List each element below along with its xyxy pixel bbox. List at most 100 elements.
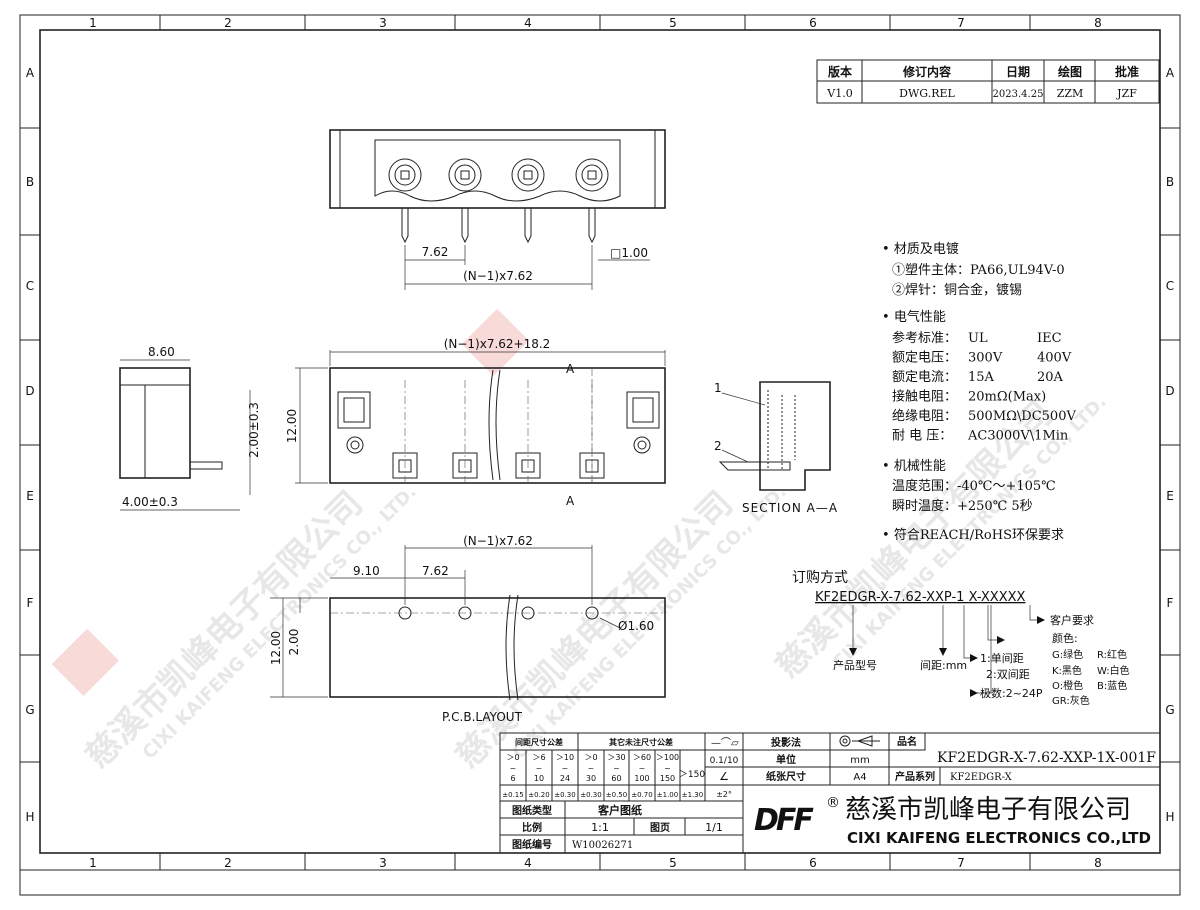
rev-header-version: 版本 <box>828 64 852 79</box>
elec-label: 接触电阻： <box>892 389 957 405</box>
zone-row: C <box>1166 279 1174 293</box>
range-from: ＞0 <box>506 753 519 762</box>
elec-label: 额定电流： <box>892 370 957 385</box>
svg-text:~: ~ <box>613 764 620 773</box>
ordering-title: 订购方式 <box>792 570 848 586</box>
rev-header-date: 日期 <box>1006 64 1030 79</box>
zone-row: G <box>25 703 34 717</box>
rev-header-approved: 批准 <box>1115 64 1139 79</box>
zone-col: 6 <box>809 16 817 30</box>
range-to: 6 <box>510 774 515 783</box>
side-pin-length-dim: 4.00±0.3 <box>122 495 178 509</box>
range-to: 24 <box>560 774 570 783</box>
zone-row: B <box>1166 175 1174 189</box>
zone-row: G <box>1165 703 1174 717</box>
svg-text:慈溪市凯峰电子有限公司: 慈溪市凯峰电子有限公司 <box>448 484 741 777</box>
company-name-cn: 慈溪市凯峰电子有限公司 <box>845 795 1131 825</box>
zone-col: 3 <box>379 16 387 30</box>
rev-header-content: 修订内容 <box>902 64 951 79</box>
pcb-layout: (N−1)x7.62 9.10 7.62 Ø1.60 12.00 2.00 P.… <box>269 534 666 724</box>
elec-ul: 15A <box>968 370 995 385</box>
zone-col: 2 <box>224 16 232 30</box>
screw-head <box>581 164 603 186</box>
unit-label: 单位 <box>776 753 796 766</box>
color-blue: B:蓝色 <box>1097 679 1127 692</box>
zone-row: F <box>1167 596 1174 610</box>
tolerance-value: ±0.30 <box>554 791 575 799</box>
tolerance-value: ±0.50 <box>606 791 627 799</box>
pin <box>524 208 532 244</box>
range-to: 60 <box>611 774 621 783</box>
color-green: G:绿色 <box>1052 648 1083 661</box>
drawing-type-label: 图纸类型 <box>512 804 552 817</box>
zone-col: 4 <box>524 856 532 870</box>
series-label: 产品系列 <box>895 770 935 783</box>
material-title: • 材质及电镀 <box>882 241 959 257</box>
pcb-offset-dim: 2.00 <box>287 629 301 656</box>
svg-text:~: ~ <box>510 764 517 773</box>
elec-ul: AC3000V\1Min <box>967 429 1069 444</box>
pin <box>461 208 469 244</box>
label-spacing1: 1:单间距 <box>980 652 1024 665</box>
instant-temp: 瞬时温度：+250℃ 5秒 <box>892 498 1033 514</box>
color-gray: GR:灰色 <box>1052 694 1090 707</box>
zone-row: D <box>25 384 34 398</box>
section-mark-bottom: A <box>566 494 575 508</box>
front-length-dim: (N−1)x7.62+18.2 <box>444 337 551 351</box>
range-to: 150 <box>660 774 675 783</box>
zone-col: 5 <box>669 16 677 30</box>
material-body: ①塑件主体：PA66,UL94V-0 <box>892 263 1065 278</box>
range-from: ＞60 <box>633 753 651 762</box>
tolerance-value: ±0.20 <box>528 791 549 799</box>
zone-row: F <box>27 596 34 610</box>
rev-drawn: ZZM <box>1057 87 1084 100</box>
svg-text:~: ~ <box>562 764 569 773</box>
label-pitch: 间距:mm <box>920 659 967 672</box>
pcb-pitch-dim: 7.62 <box>422 564 449 578</box>
angle-symbol: ∠ <box>719 770 729 783</box>
section-a-a: 1 2 SECTION A—A <box>714 381 837 515</box>
product-name-label: 品名 <box>897 735 917 748</box>
screw-head <box>454 164 476 186</box>
drawing-type: 客户图纸 <box>597 803 642 817</box>
pcb-hole <box>521 606 535 620</box>
title-block: 间距尺寸公差 其它未注尺寸公差 ＞0~6＞6~10＞10~24＞0~30＞30~… <box>499 732 1161 854</box>
elec-ul: 500MΩ\DC500V <box>968 409 1076 424</box>
zone-col: 4 <box>524 16 532 30</box>
zone-col: 1 <box>89 16 97 30</box>
scale-label: 比例 <box>522 821 542 834</box>
label-spacing2: 2:双间距 <box>986 668 1030 681</box>
compliance: • 符合REACH/RoHS环保要求 <box>882 527 1064 543</box>
color-red: R:红色 <box>1097 648 1127 661</box>
zone-col: 7 <box>957 16 965 30</box>
label-poles: 极数:2~24P <box>980 686 1043 700</box>
rev-content: DWG.REL <box>899 87 955 100</box>
top-view: 7.62 (N−1)x7.62 □1.00 <box>329 129 666 290</box>
tolerance-value: ±1.30 <box>682 791 703 799</box>
svg-text:~: ~ <box>664 764 671 773</box>
pcb-span-dim: (N−1)x7.62 <box>463 534 533 548</box>
side-view: 8.60 2.00±0.3 4.00±0.3 <box>119 345 261 511</box>
angle-tol: ±2° <box>716 790 732 799</box>
zone-row: D <box>1165 384 1174 398</box>
range-from: ＞10 <box>556 753 574 762</box>
pcb-hole <box>585 606 599 620</box>
page: 1/1 <box>705 821 723 834</box>
material-pin: ②焊针：铜合金，镀锡 <box>892 282 1022 298</box>
section-callout-1: 1 <box>714 381 722 395</box>
top-pitch-dim: 7.62 <box>422 245 449 259</box>
drawing-no-label: 图纸编号 <box>512 838 552 851</box>
elec-iec: 400V <box>1037 351 1072 366</box>
label-customer: 客户要求 <box>1050 613 1094 627</box>
color-orange: O:橙色 <box>1052 679 1083 692</box>
side-pin-offset-dim: 2.00±0.3 <box>247 402 261 458</box>
pcb-edge-dim: 9.10 <box>353 564 380 578</box>
rev-approved: JZF <box>1116 87 1137 100</box>
svg-text:~: ~ <box>588 764 595 773</box>
zone-col: 3 <box>379 856 387 870</box>
pcb-height-dim: 12.00 <box>269 631 283 665</box>
section-callout-2: 2 <box>714 439 722 453</box>
svg-text:~: ~ <box>536 764 543 773</box>
projection-label: 投影法 <box>771 736 801 749</box>
